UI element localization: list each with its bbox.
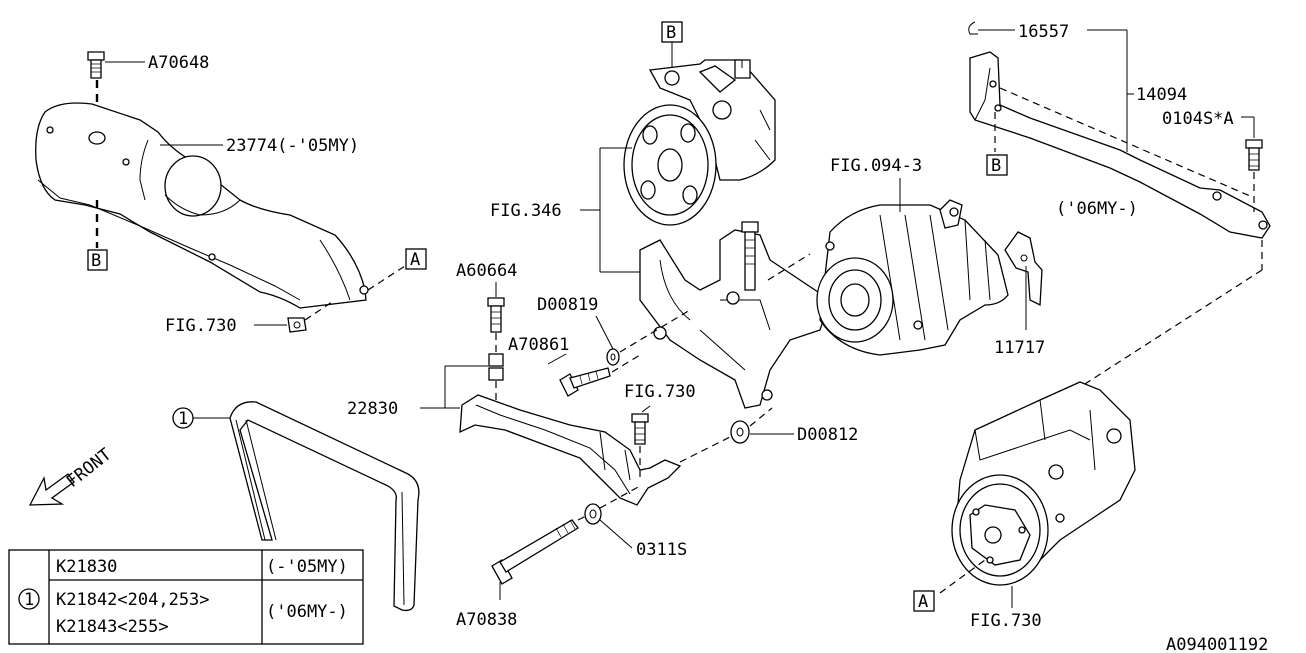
power-steering-pump xyxy=(623,59,776,226)
belt-row-2-part: K21842<204,253> xyxy=(56,590,210,610)
belt-table xyxy=(8,549,364,645)
ref-box-a-right xyxy=(913,590,935,612)
label-a60664: A60664 xyxy=(456,261,517,281)
label-d00819: D00819 xyxy=(537,295,598,315)
belt-row-2-note: ('06MY-) xyxy=(266,602,348,622)
label-a70838: A70838 xyxy=(456,610,517,630)
label-d00812: D00812 xyxy=(797,425,858,445)
alternator xyxy=(816,199,1009,356)
ref-box-a-right-label: A xyxy=(918,592,928,612)
ac-compressor xyxy=(951,381,1136,586)
label-16557: 16557 xyxy=(1018,22,1069,42)
callout-1-table xyxy=(18,588,40,610)
diagram-id: A094001192 xyxy=(1166,635,1268,653)
ref-box-b-top-label: B xyxy=(666,23,676,43)
label-fig346: FIG.346 xyxy=(490,201,562,221)
stay-14094 xyxy=(969,51,1271,239)
belt-row-3-part: K21843<255> xyxy=(56,617,169,637)
washer-d00812 xyxy=(730,420,750,444)
clip-11717 xyxy=(1004,231,1043,307)
drive-belt xyxy=(229,401,420,612)
label-06my: ('06MY-) xyxy=(1056,199,1138,219)
label-fig730-right: FIG.730 xyxy=(970,611,1042,631)
label-23774: 23774(-'05MY) xyxy=(226,136,359,156)
callout-1-diagram-label: 1 xyxy=(178,409,188,429)
label-22830: 22830 xyxy=(347,399,398,419)
label-14094: 14094 xyxy=(1136,85,1187,105)
ref-box-b-left-label: B xyxy=(91,251,101,271)
front-arrow-icon xyxy=(28,473,75,506)
ref-box-a-left xyxy=(405,248,427,270)
clip-16557 xyxy=(968,21,978,35)
bolt-fig730-mid xyxy=(631,413,649,445)
belt-row-1-note: (-'05MY) xyxy=(266,557,348,577)
bolt-0104s xyxy=(1245,139,1263,171)
washer-0311s xyxy=(584,503,602,525)
ref-box-a-left-label: A xyxy=(410,250,420,270)
engine-cover-23774 xyxy=(35,102,369,309)
label-0104s: 0104S*A xyxy=(1162,109,1234,129)
label-11717: 11717 xyxy=(994,338,1045,358)
bolt-a70838 xyxy=(491,519,579,585)
bolt-a70861 xyxy=(559,367,611,397)
washer-d00819 xyxy=(606,348,620,366)
nut-fig730-left xyxy=(287,317,307,333)
bolt-a60664 xyxy=(487,297,505,333)
ref-box-b-right xyxy=(986,154,1008,176)
callout-1-table-label: 1 xyxy=(24,590,34,610)
label-a70648: A70648 xyxy=(148,53,209,73)
spacer-22830 xyxy=(488,353,504,381)
bracket-22830 xyxy=(459,394,682,506)
belt-row-1-part: K21830 xyxy=(56,557,117,577)
label-fig730-mid: FIG.730 xyxy=(624,382,696,402)
label-fig094-3: FIG.094-3 xyxy=(830,156,922,176)
bolt-a70648 xyxy=(87,51,105,79)
ref-box-b-right-label: B xyxy=(991,156,1001,176)
bracket-bolt-vertical xyxy=(741,221,759,291)
label-fig730-left: FIG.730 xyxy=(165,316,237,336)
label-0311s: 0311S xyxy=(636,540,687,560)
front-label: FRONT xyxy=(63,445,116,492)
label-a70861: A70861 xyxy=(508,335,569,355)
ref-box-b-left xyxy=(87,249,108,271)
